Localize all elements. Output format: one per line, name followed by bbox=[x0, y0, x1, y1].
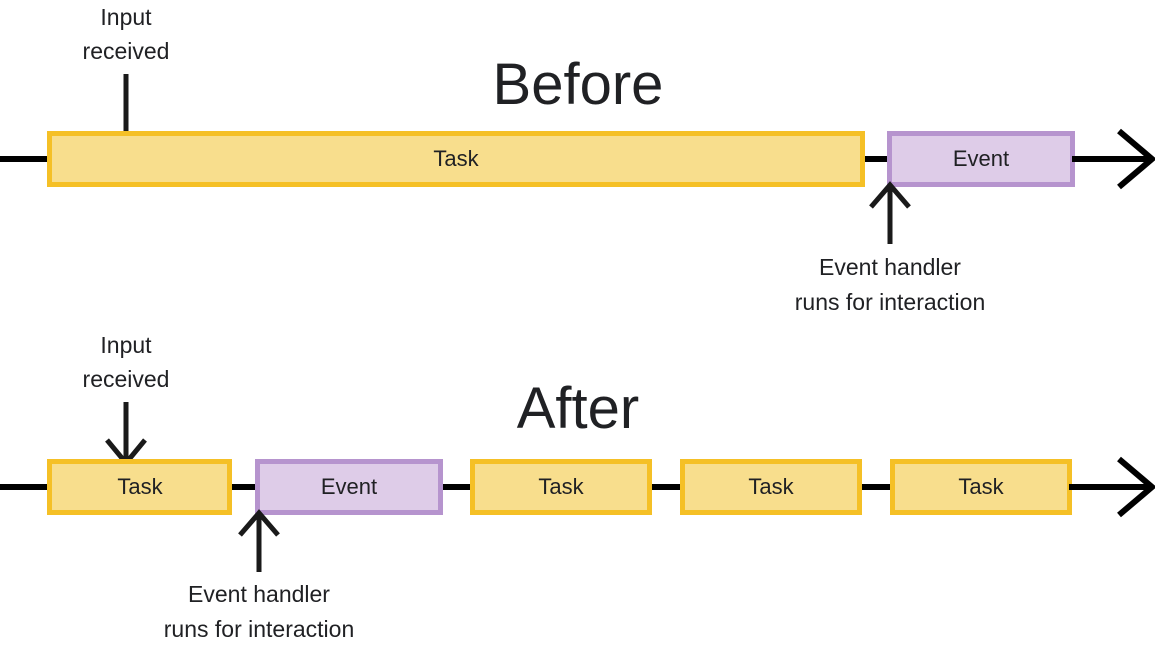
after-event-rect[interactable] bbox=[255, 459, 443, 515]
after-title: After bbox=[517, 376, 640, 441]
before-handler-line1: Event handler bbox=[819, 254, 961, 280]
after-input-line2: received bbox=[83, 366, 170, 392]
after-input-annotation: Input received bbox=[83, 332, 170, 392]
after-task-4-rect[interactable] bbox=[890, 459, 1072, 515]
after-task-2-rect[interactable] bbox=[470, 459, 652, 515]
after-event-label: Event bbox=[321, 474, 377, 499]
after-handler-line2: runs for interaction bbox=[164, 616, 354, 642]
after-task-4-label: Task bbox=[958, 474, 1004, 499]
after-block-event[interactable]: Event bbox=[255, 459, 443, 515]
after-handler-annotation: Event handler runs for interaction bbox=[164, 581, 354, 642]
after-task-1-label: Task bbox=[117, 474, 163, 499]
before-input-line2: received bbox=[83, 38, 170, 64]
before-timeline-arrow-icon bbox=[1072, 128, 1155, 190]
after-block-task-4[interactable]: Task bbox=[890, 459, 1072, 515]
after-input-line1: Input bbox=[100, 332, 152, 358]
after-task-2-label: Task bbox=[538, 474, 584, 499]
after-block-task-3[interactable]: Task bbox=[680, 459, 862, 515]
before-event-rect[interactable] bbox=[887, 131, 1075, 187]
before-input-line1: Input bbox=[100, 4, 152, 30]
before-task-label: Task bbox=[433, 146, 479, 171]
before-event-label: Event bbox=[953, 146, 1009, 171]
before-block-task[interactable]: Task bbox=[47, 131, 865, 187]
before-section: Before Input received Task Event bbox=[0, 4, 1155, 315]
after-handler-line1: Event handler bbox=[188, 581, 330, 607]
before-block-event[interactable]: Event bbox=[887, 131, 1075, 187]
after-timeline-arrow-icon bbox=[1069, 456, 1155, 518]
before-title: Before bbox=[493, 52, 664, 117]
after-task-3-label: Task bbox=[748, 474, 794, 499]
before-input-annotation: Input received bbox=[83, 4, 170, 64]
before-task-rect[interactable] bbox=[47, 131, 865, 187]
after-block-task-2[interactable]: Task bbox=[470, 459, 652, 515]
after-task-1-rect[interactable] bbox=[47, 459, 232, 515]
after-input-arrow-icon bbox=[105, 402, 147, 467]
after-handler-arrow-icon bbox=[238, 509, 280, 572]
after-block-task-1[interactable]: Task bbox=[47, 459, 232, 515]
after-task-3-rect[interactable] bbox=[680, 459, 862, 515]
after-section: After Input received Task Event bbox=[0, 332, 1155, 642]
before-handler-line2: runs for interaction bbox=[795, 289, 985, 315]
before-handler-annotation: Event handler runs for interaction bbox=[795, 254, 985, 315]
before-handler-arrow-icon bbox=[869, 181, 911, 244]
